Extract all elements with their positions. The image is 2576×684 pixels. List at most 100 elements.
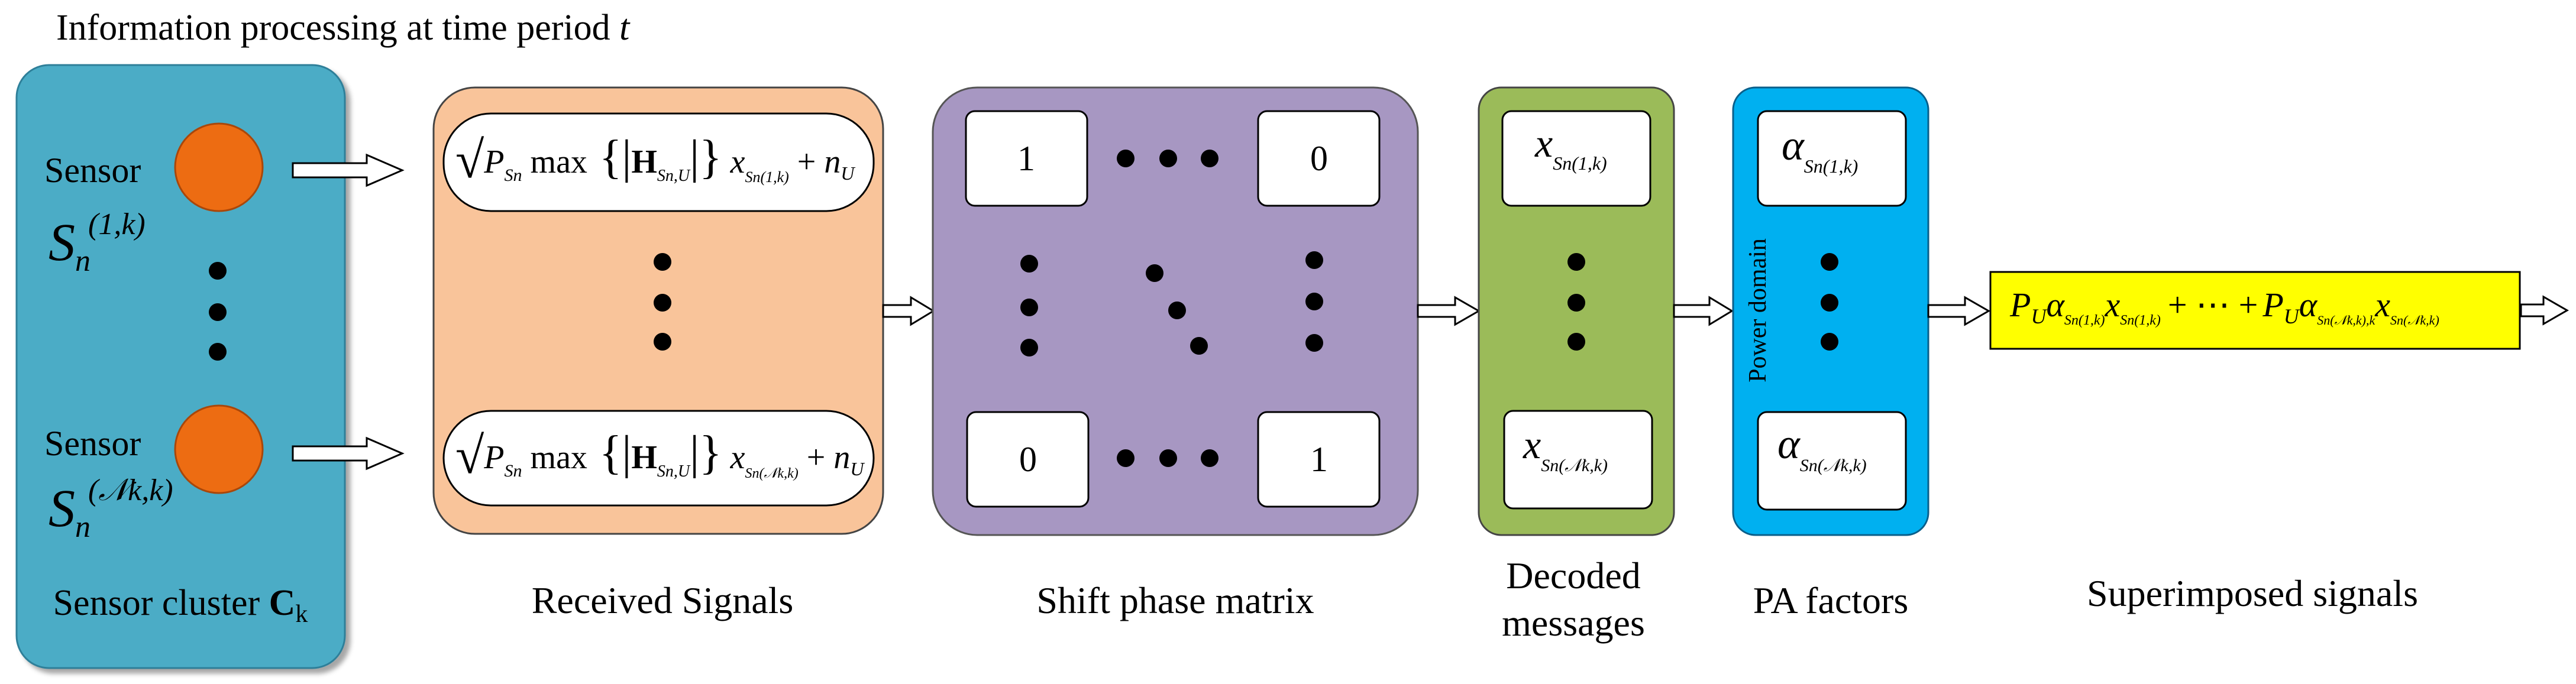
rx2-gap2 — [722, 439, 731, 476]
sensor-word-first: Sensor — [44, 151, 141, 190]
sup-t1-a-sub: Sn(1,k) — [2064, 313, 2105, 328]
sup-t2-a-sub: Sn(𝒩k,k),k — [2317, 313, 2375, 328]
sup-t2-x-sub: Sn(𝒩k,k) — [2390, 313, 2439, 328]
rx1-gap3 — [789, 144, 797, 180]
rx2-sqrt: √ — [455, 427, 484, 485]
sup-middle: + ⋯ + — [2168, 286, 2258, 324]
decoded-last-x: x — [1523, 422, 1541, 467]
received-dot-1 — [654, 253, 671, 271]
diagram-header: Information processing at time period t — [56, 7, 629, 49]
rx1-gap — [522, 144, 531, 180]
rx1-sqrt: √ — [455, 132, 484, 189]
rx1-plus: + — [797, 144, 816, 180]
matrix-diag-dot-1 — [1146, 264, 1163, 282]
header-time-variable: t — [619, 8, 630, 48]
received-signals-caption: Received Signals — [532, 579, 794, 621]
arrow-sensor-last — [292, 436, 405, 471]
sensor-first-sub: n — [75, 244, 91, 278]
matrix-col-dot-right-2 — [1305, 293, 1323, 310]
rx1-bar-close: | — [690, 131, 699, 183]
sensor-cluster-subscript: k — [295, 601, 308, 628]
matrix-cell-bottom-left-box — [966, 411, 1090, 508]
rx1-op: max — [531, 144, 587, 180]
rx2-n-sub: U — [850, 458, 865, 479]
matrix-row-dot-top-1 — [1117, 150, 1135, 167]
matrix-col-dot-left-2 — [1020, 299, 1038, 316]
rx1-x-sub: Sn(1,k) — [745, 168, 788, 186]
rx2-brace-close: } — [699, 427, 722, 479]
decoded-message-first: xSn(1,k) — [1534, 121, 1607, 174]
sup-t1-x: x — [2105, 286, 2121, 324]
received-signal-first: √PSn max {|HSn,U|} xSn(1,k) + nU — [455, 131, 855, 189]
matrix-row-dot-bottom-1 — [1117, 449, 1135, 467]
sensor-label-last: Sn(𝒩k,k) — [49, 474, 173, 544]
sensor-dot-1 — [209, 262, 227, 280]
sup-t2-a: α — [2299, 286, 2318, 324]
rx2-gap3 — [799, 439, 807, 476]
matrix-diag-dot-3 — [1190, 337, 1208, 355]
sensor-node-last — [174, 404, 264, 494]
sup-t1-P-sub: U — [2031, 304, 2047, 328]
decoded-message-first-box — [1501, 110, 1651, 207]
rx1-H: H — [631, 144, 657, 180]
rx2-gap4 — [825, 439, 833, 476]
sup-t1-P: P — [2009, 286, 2031, 324]
decoded-first-x: x — [1534, 121, 1553, 166]
sensor-first-base: S — [49, 213, 75, 272]
rx1-bar-open: | — [622, 131, 631, 183]
matrix-col-dot-left-3 — [1020, 339, 1038, 356]
received-signal-last: √PSn max {|HSn,U|} xSn(𝒩k,k) + nU — [455, 427, 865, 485]
superimposed-signal-formula: PUαSn(1,k)xSn(1,k)+ ⋯ +PUαSn(𝒩k,k),kxSn(… — [2009, 286, 2439, 328]
pa-dot-3 — [1821, 333, 1838, 351]
matrix-cell-bottom-right-box — [1257, 411, 1381, 508]
matrix-col-dot-left-1 — [1020, 255, 1038, 273]
received-dot-3 — [654, 333, 671, 351]
pa-factor-first-box — [1757, 110, 1907, 207]
sensor-last-sub: n — [75, 510, 91, 544]
matrix-row-dot-bottom-3 — [1201, 449, 1218, 467]
rx1-brace-open: { — [587, 131, 622, 183]
sup-t2-x: x — [2374, 286, 2390, 324]
arrow-matrix-to-decoded — [1417, 296, 1481, 326]
rx1-root: P — [483, 144, 504, 180]
sensor-dot-3 — [209, 343, 227, 361]
rx2-root: P — [483, 439, 504, 476]
decoded-message-last-box — [1503, 410, 1653, 510]
rx1-gap4 — [816, 144, 824, 180]
rx2-gap — [522, 439, 531, 476]
rx1-x: x — [730, 144, 745, 180]
decoded-dot-2 — [1567, 294, 1585, 312]
matrix-row-dot-top-3 — [1201, 150, 1218, 167]
received-signal-first-box — [442, 112, 875, 212]
matrix-diag-dot-2 — [1168, 302, 1186, 319]
sup-t1-a: α — [2046, 286, 2065, 324]
rx1-H-sub: Sn,U — [657, 167, 691, 185]
sensor-cluster-label: Sensor cluster — [53, 583, 260, 623]
arrow-sensor-first — [292, 153, 405, 187]
rx2-bar-open: | — [622, 427, 631, 479]
decoded-dot-3 — [1567, 333, 1585, 351]
matrix-col-dot-right-3 — [1305, 334, 1323, 352]
sensor-first-sup: (1,k) — [88, 208, 146, 241]
rx2-op: max — [531, 439, 587, 476]
decoded-last-sub: Sn(𝒩k,k) — [1541, 456, 1608, 475]
arrow-superimposed-out — [2520, 295, 2569, 326]
sensor-last-sup: (𝒩k,k) — [88, 474, 173, 507]
decoded-messages-caption-line1: Decoded — [1506, 555, 1640, 597]
matrix-cell-top-left-box — [965, 110, 1088, 207]
pa-dot-2 — [1821, 294, 1838, 312]
sensor-node-first — [174, 122, 264, 212]
shift-phase-matrix-caption: Shift phase matrix — [1036, 579, 1314, 621]
decoded-messages-caption-line2: messages — [1502, 602, 1645, 644]
matrix-col-dot-right-1 — [1305, 251, 1323, 269]
matrix-cell-bottom-right: 1 — [1310, 440, 1328, 479]
decoded-dot-1 — [1567, 253, 1585, 271]
rx2-H-sub: Sn,U — [657, 462, 691, 481]
matrix-cell-top-right-box — [1257, 110, 1381, 207]
sensor-last-base: S — [49, 479, 75, 538]
sensor-word-last: Sensor — [44, 424, 141, 463]
rx2-plus: + — [807, 439, 826, 476]
matrix-cell-top-right: 0 — [1310, 139, 1328, 178]
rx2-root-sub: Sn — [505, 461, 522, 481]
